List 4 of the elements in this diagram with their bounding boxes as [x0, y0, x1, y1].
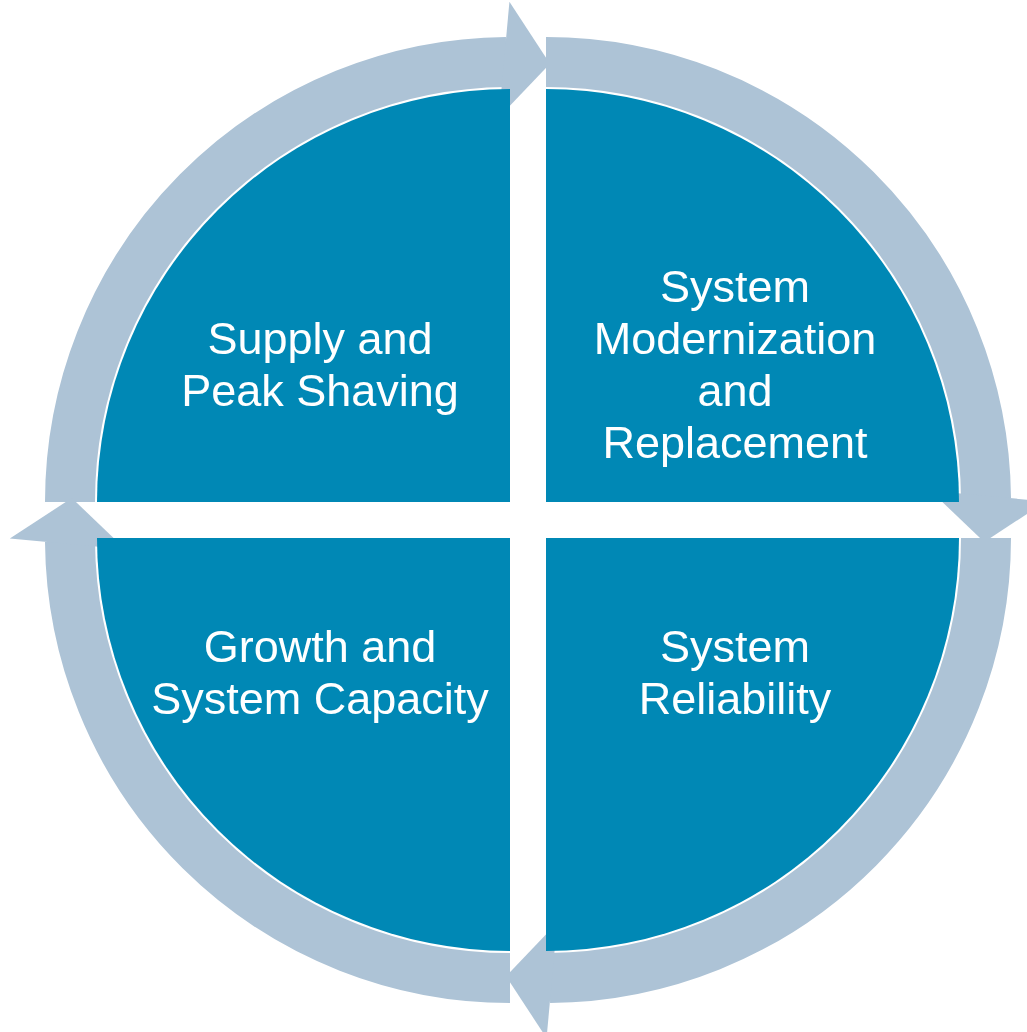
- quadrant-label: System Reliability: [637, 621, 833, 725]
- quadrant-label: System Modernization and Replacement: [592, 261, 878, 469]
- quadrant-label: Supply and Peak Shaving: [180, 313, 460, 417]
- quadrant-label: Growth and System Capacity: [150, 621, 490, 725]
